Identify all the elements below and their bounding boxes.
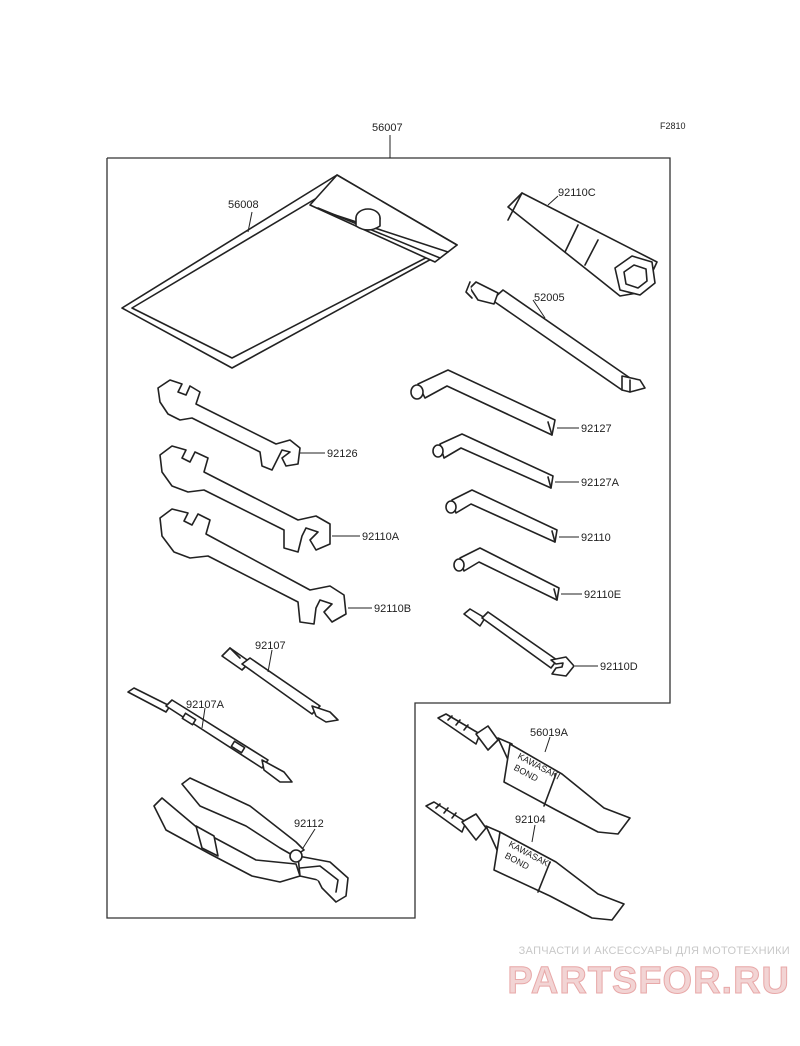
handle-bar bbox=[465, 281, 646, 393]
label-handle: 52005 bbox=[534, 292, 565, 304]
bond-tube-56019a bbox=[437, 713, 631, 835]
label-hex-92110e: 92110E bbox=[584, 589, 621, 601]
watermark-logo: PARTSFOR.RU bbox=[507, 960, 790, 1003]
pliers bbox=[153, 777, 349, 903]
label-bag: 56008 bbox=[228, 199, 259, 211]
label-hex-92110: 92110 bbox=[581, 532, 611, 544]
label-screwdriver-grip: 92107A bbox=[186, 699, 225, 711]
tool-bag bbox=[121, 174, 458, 369]
label-kit: 56007 bbox=[372, 122, 403, 134]
screwdriver-grip bbox=[127, 687, 293, 783]
open-wrench-92110a bbox=[159, 445, 331, 553]
hex-wrench-92127 bbox=[410, 369, 556, 436]
hex-wrench-92110e bbox=[453, 547, 560, 601]
plug-wrench bbox=[507, 192, 658, 297]
bond-tube-92104 bbox=[425, 801, 625, 921]
screwdriver-bit bbox=[221, 647, 339, 723]
label-hex-92127: 92127 bbox=[581, 423, 612, 435]
watermark-caption: ЗАПЧАСТИ И АКСЕССУАРЫ ДЛЯ МОТОТЕХНИКИ bbox=[518, 945, 790, 957]
label-bond-56019a: 56019A bbox=[530, 727, 569, 739]
label-plug-wrench: 92110C bbox=[558, 187, 596, 199]
kit-frame bbox=[106, 135, 671, 919]
label-wrench-92126: 92126 bbox=[327, 448, 358, 460]
label-wrench-92110a: 92110A bbox=[362, 531, 400, 543]
hex-wrench-92127a bbox=[432, 433, 554, 489]
label-pliers: 92112 bbox=[294, 818, 324, 830]
label-bond-92104: 92104 bbox=[515, 814, 546, 826]
label-hex-92127a: 92127A bbox=[581, 477, 620, 489]
spoke-wrench bbox=[463, 608, 575, 677]
figure-code: F2810 bbox=[660, 121, 686, 131]
hex-wrench-92110 bbox=[445, 489, 558, 543]
open-wrench-92126 bbox=[157, 379, 301, 471]
label-screwdriver-bit: 92107 bbox=[255, 640, 286, 652]
open-wrench-92110b bbox=[159, 508, 347, 625]
label-spoke-wrench: 92110D bbox=[600, 661, 638, 673]
label-wrench-92110b: 92110B bbox=[374, 603, 411, 615]
